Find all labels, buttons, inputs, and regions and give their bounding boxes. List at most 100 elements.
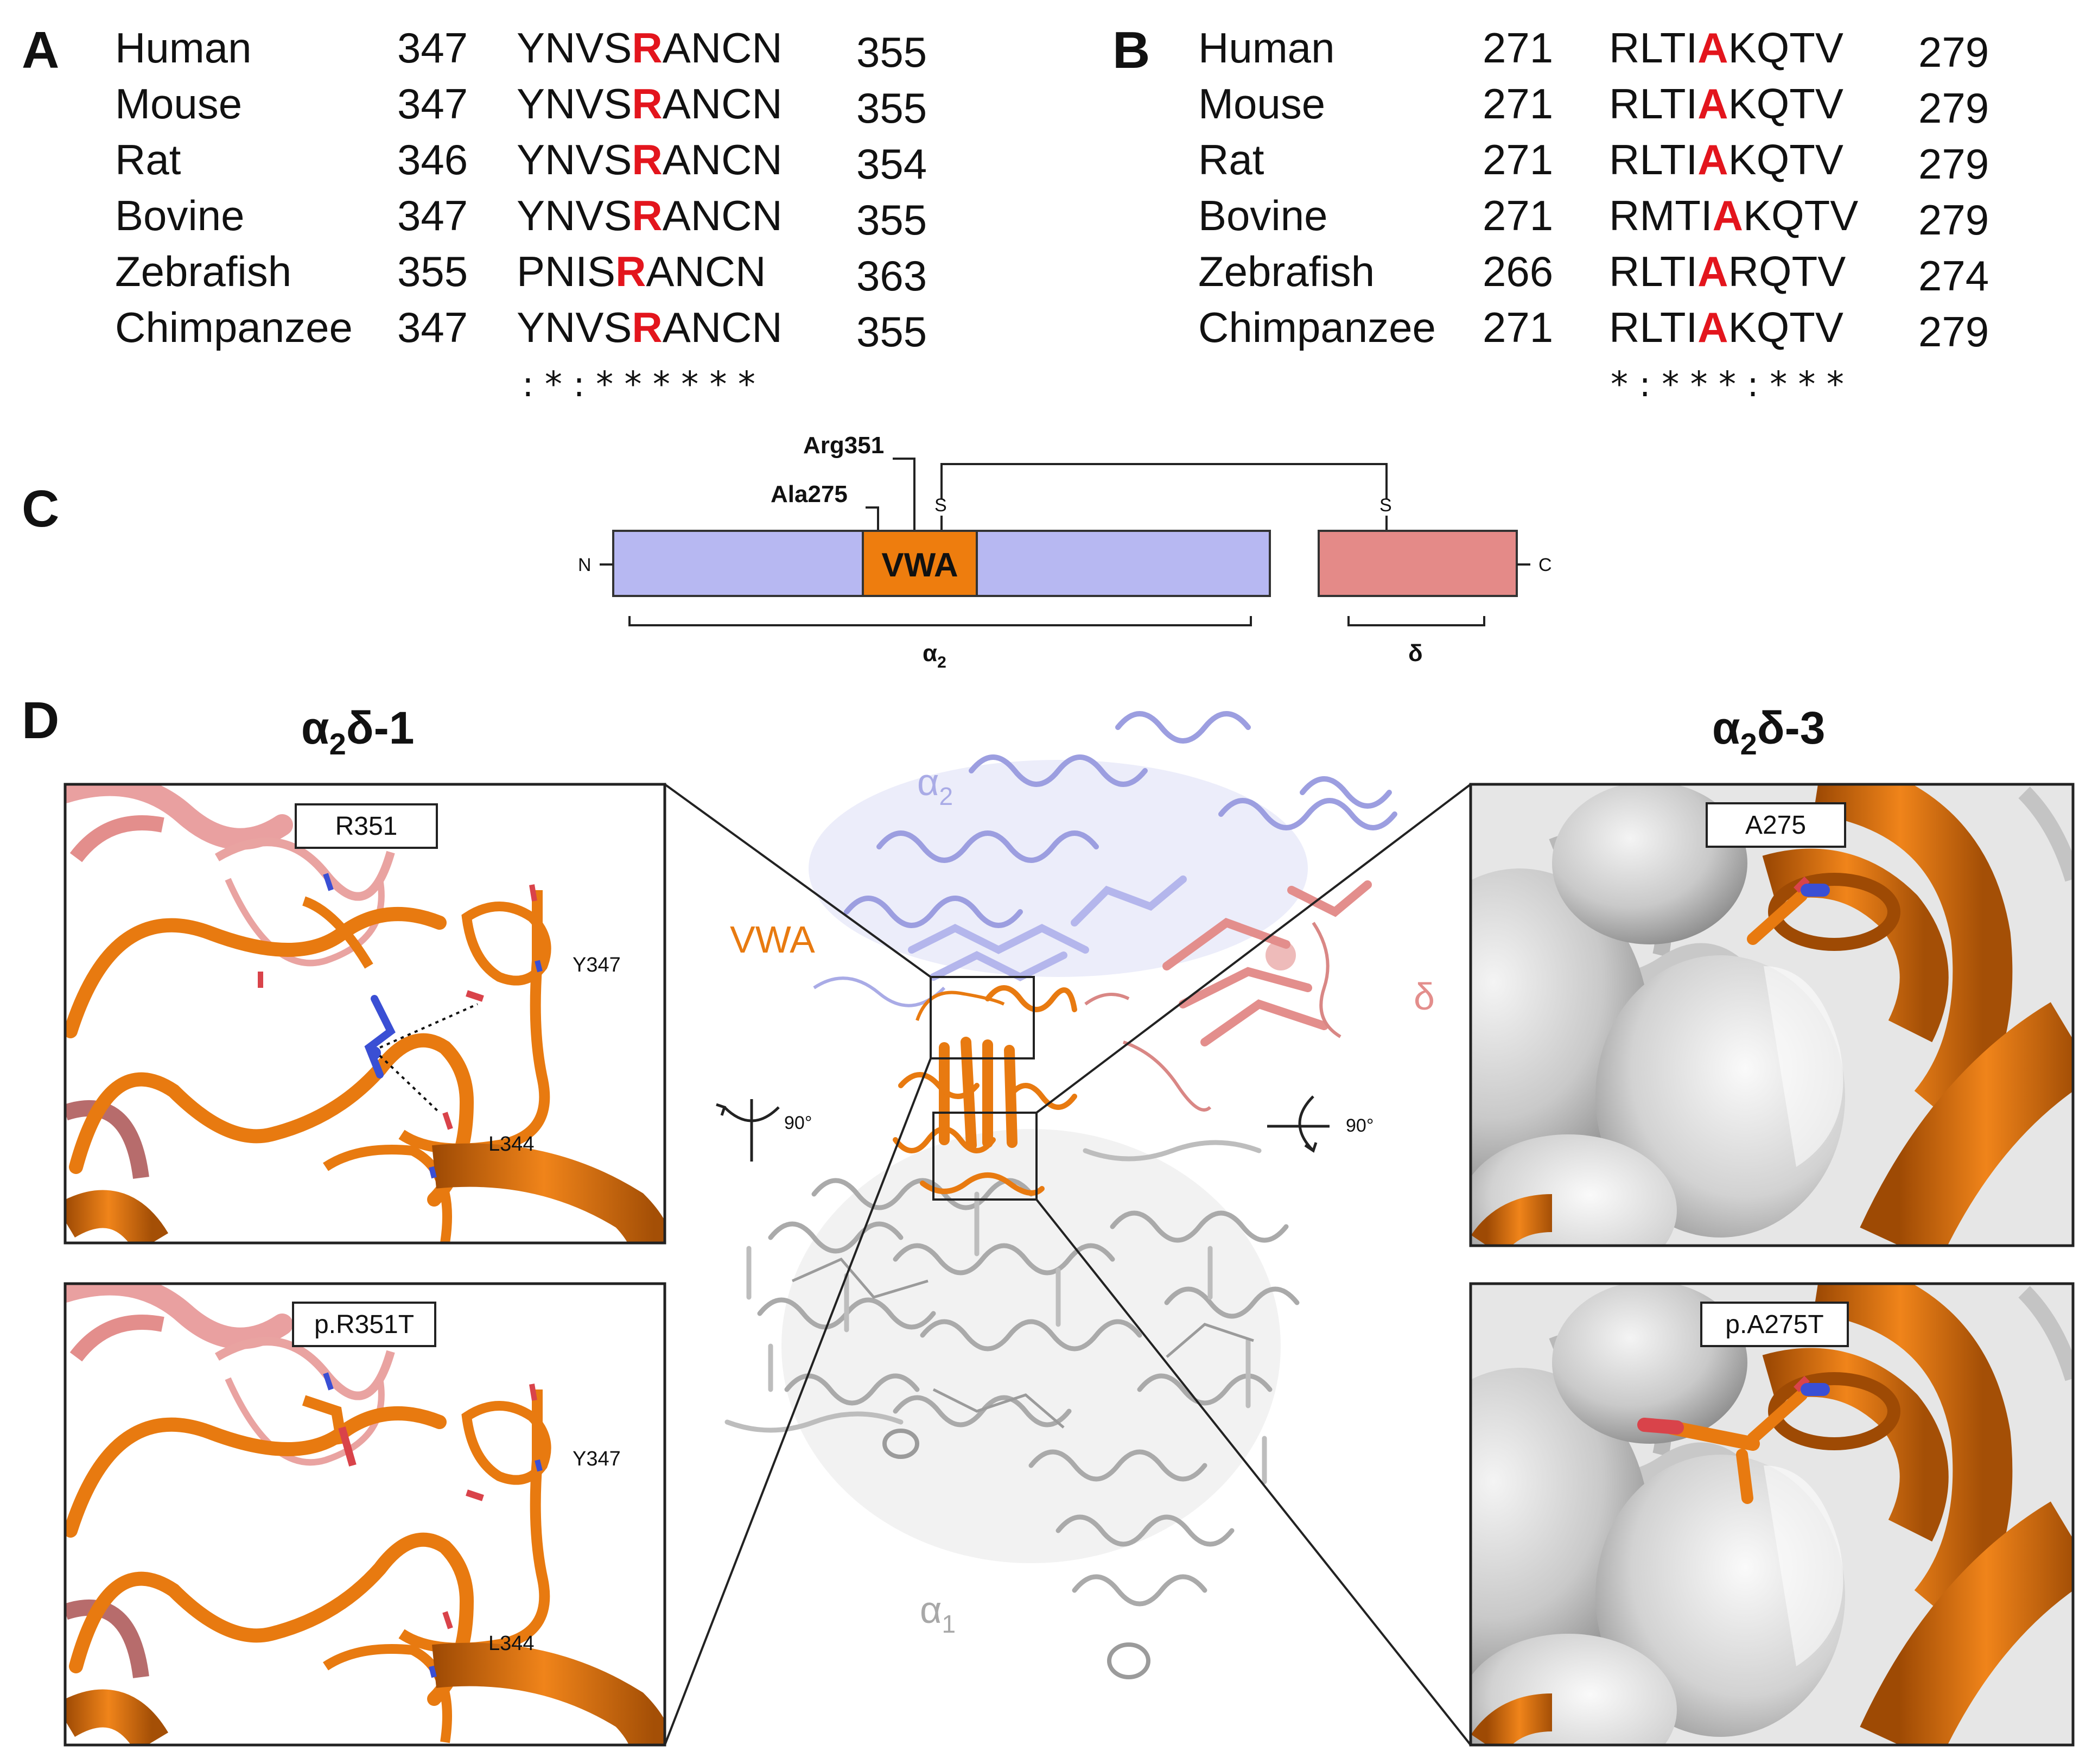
zoom-box-a275 xyxy=(932,1112,1038,1201)
s-left-label: S xyxy=(934,495,947,516)
sequence-post: ANCN xyxy=(663,303,783,351)
sequence-pre: YNVS xyxy=(517,192,632,239)
inset-a275t: p.A275T xyxy=(1469,1282,2075,1747)
sequence-segment: RLTIAKQTV xyxy=(1609,303,1843,351)
start-position: 355 xyxy=(397,248,468,295)
panel-c-letter: C xyxy=(22,480,59,538)
start-position: 346 xyxy=(397,136,468,183)
species-name: Human xyxy=(1198,24,1334,72)
disulfide-bond-line xyxy=(940,463,1388,499)
delta-bracket-label: δ xyxy=(1408,640,1423,667)
start-position: 347 xyxy=(397,303,468,351)
sequence-segment: RLTIAKQTV xyxy=(1609,24,1843,72)
sequence-pre: RLTI xyxy=(1609,303,1697,351)
species-name: Zebrafish xyxy=(1198,248,1375,295)
ala275-leader xyxy=(866,506,879,531)
structure-vwa-label: VWA xyxy=(730,918,815,961)
sequence-pre: YNVS xyxy=(517,24,632,72)
alpha2-bracket-label: α2 xyxy=(923,640,946,671)
end-position: 274 xyxy=(1918,252,1989,300)
a275-label: A275 xyxy=(1745,811,1806,840)
highlighted-residue: A xyxy=(1697,80,1728,128)
zoom-box-r351 xyxy=(930,976,1035,1059)
end-position: 355 xyxy=(856,196,927,244)
rotation-left-label: 90° xyxy=(784,1113,812,1133)
highlighted-residue: R xyxy=(632,192,662,239)
structure-delta-label: δ xyxy=(1414,975,1435,1018)
species-name: Rat xyxy=(115,136,181,183)
panel-a-conservation: : * : * * * * * * xyxy=(522,365,755,405)
sequence-post: KQTV xyxy=(1728,136,1843,183)
alpha2-bracket xyxy=(628,616,1252,626)
species-name: Mouse xyxy=(115,80,242,128)
highlighted-residue: A xyxy=(1697,136,1728,183)
end-position: 355 xyxy=(856,84,927,132)
sequence-segment: YNVSRANCN xyxy=(517,192,783,239)
highlighted-residue: A xyxy=(1697,248,1728,295)
start-position: 271 xyxy=(1483,303,1553,351)
end-position: 354 xyxy=(856,140,927,188)
panel-d: D α2δ-1 α2δ-3 xyxy=(22,691,2075,1747)
end-position: 279 xyxy=(1918,308,1989,356)
panel-b-letter: B xyxy=(1112,21,1150,79)
sequence-segment: YNVSRANCN xyxy=(517,24,783,72)
sequence-post: ANCN xyxy=(663,136,783,183)
sequence-post: ANCN xyxy=(663,24,783,72)
start-position: 271 xyxy=(1483,136,1553,183)
start-position: 271 xyxy=(1483,24,1553,72)
vwa-domain-bar xyxy=(862,530,978,597)
central-protein-structure: α2 VWA δ α1 90° 90° xyxy=(664,711,1472,1746)
inset-a275-frame xyxy=(1469,783,2075,1247)
end-position: 363 xyxy=(856,252,927,300)
ala275-label: Ala275 xyxy=(771,481,848,507)
rotation-right-label: 90° xyxy=(1346,1115,1374,1136)
sequence-pre: PNIS xyxy=(517,248,615,295)
start-position: 347 xyxy=(397,192,468,239)
species-name: Bovine xyxy=(115,192,245,239)
alpha2delta1-title: α2δ-1 xyxy=(301,702,414,761)
rotation-left-icon xyxy=(716,1099,780,1162)
sequence-pre: RLTI xyxy=(1609,24,1697,72)
inset-a275t-frame xyxy=(1469,1282,2075,1747)
delta-bracket xyxy=(1347,616,1485,626)
sequence-post: KQTV xyxy=(1728,80,1843,128)
n-terminus-label: N xyxy=(578,555,592,575)
end-position: 355 xyxy=(856,308,927,356)
highlighted-residue: R xyxy=(615,248,646,295)
sequence-pre: RLTI xyxy=(1609,248,1697,295)
highlighted-residue: R xyxy=(632,24,662,72)
species-name: Rat xyxy=(1198,136,1264,183)
sequence-post: KQTV xyxy=(1743,192,1858,239)
inset-r351t: p.R351T Y347 L344 xyxy=(63,1282,666,1747)
r351-label-box xyxy=(295,803,438,849)
highlighted-residue: A xyxy=(1697,24,1728,72)
species-name: Chimpanzee xyxy=(115,303,353,351)
sequence-segment: YNVSRANCN xyxy=(517,136,783,183)
sequence-segment: RLTIAKQTV xyxy=(1609,80,1843,128)
sequence-pre: YNVS xyxy=(517,80,632,128)
highlighted-residue: R xyxy=(632,303,662,351)
species-name: Human xyxy=(115,24,251,72)
inset-r351: R351 Y347 L344 xyxy=(63,783,666,1245)
arg351-leader xyxy=(893,458,915,531)
panel-d-letter: D xyxy=(22,691,59,750)
sequence-post: KQTV xyxy=(1728,303,1843,351)
r351t-label-box xyxy=(292,1302,436,1347)
sequence-segment: YNVSRANCN xyxy=(517,303,783,351)
y347-label-top: Y347 xyxy=(573,954,621,976)
a275t-label: p.A275T xyxy=(1725,1310,1823,1339)
sequence-pre: RLTI xyxy=(1609,80,1697,128)
sequence-pre: RLTI xyxy=(1609,136,1697,183)
inset-a275: A275 xyxy=(1469,783,2075,1247)
rotation-right-icon xyxy=(1267,1095,1330,1153)
inset-r351t-frame xyxy=(63,1282,666,1747)
a275t-label-box xyxy=(1700,1302,1849,1347)
species-name: Chimpanzee xyxy=(1198,303,1436,351)
highlighted-residue: R xyxy=(632,136,662,183)
sequence-segment: RLTIARQTV xyxy=(1609,248,1846,295)
